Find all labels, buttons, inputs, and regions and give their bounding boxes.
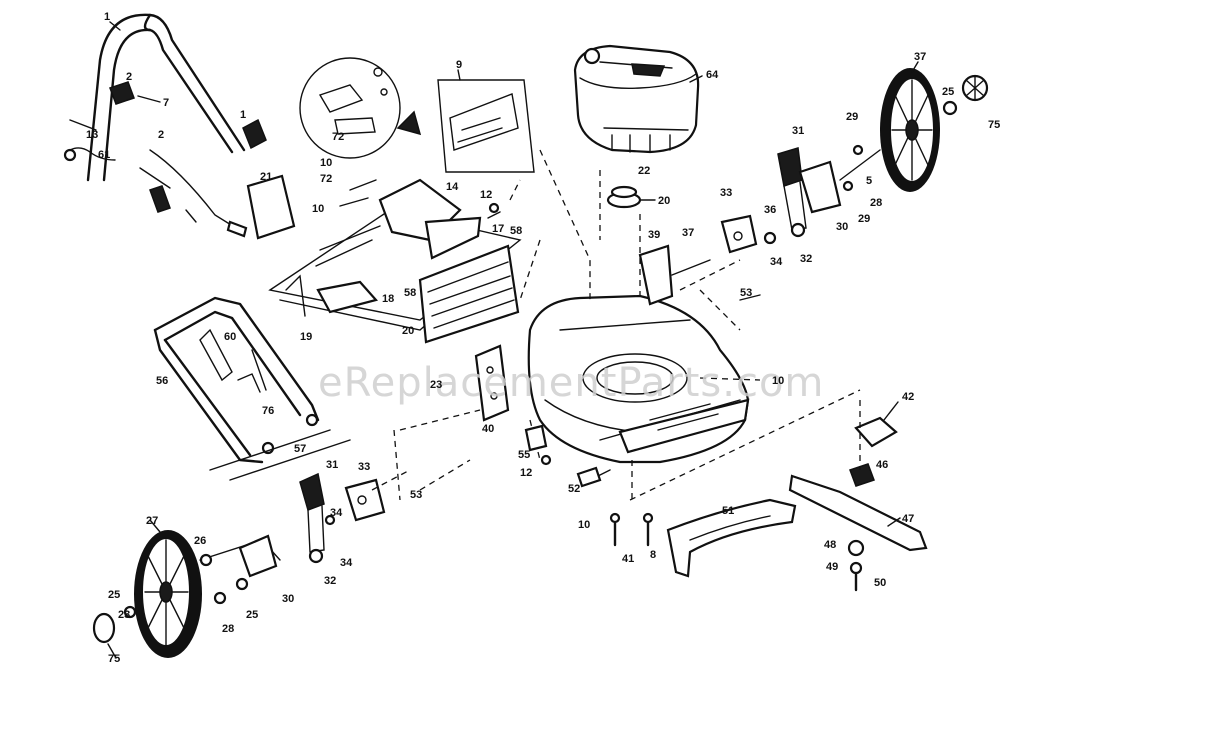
label-part-34: 34 [340,557,353,569]
label-part-41: 41 [622,553,634,565]
height-adjuster-right [763,144,881,245]
label-part-29: 29 [846,111,858,123]
label-part-21: 21 [260,171,272,183]
label-part-30: 30 [282,593,294,605]
label-part-60: 60 [224,331,236,343]
detail-inset-72 [299,57,422,159]
label-part-13: 13 [86,129,98,141]
part-number-labels: 1 1 2 2 7 13 61 72 72 9 64 37 25 75 31 2… [86,11,1000,665]
label-part-37: 37 [914,51,926,63]
label-part-56: 56 [156,375,168,387]
label-part-40: 40 [482,423,494,435]
height-adjuster-left [299,472,386,564]
label-part-37: 37 [682,227,694,239]
label-part-50: 50 [874,577,886,589]
label-part-34: 34 [330,507,343,519]
control-bracket-9 [437,79,535,173]
label-part-46: 46 [876,459,888,471]
label-part-72: 72 [320,173,332,185]
label-part-48: 48 [824,539,836,551]
label-part-30: 30 [836,221,848,233]
label-part-55: 55 [518,449,530,461]
label-part-10: 10 [320,157,332,169]
label-part-58: 58 [510,225,522,237]
label-part-27: 27 [146,515,158,527]
label-part-25: 25 [246,609,258,621]
label-part-32: 32 [800,253,812,265]
label-part-28: 28 [870,197,882,209]
label-part-10: 10 [578,519,590,531]
label-part-29: 29 [858,213,870,225]
blade-assembly [788,416,928,592]
label-part-12: 12 [520,467,532,479]
label-part-7: 7 [163,97,169,109]
upper-handle [63,13,267,238]
label-part-58: 58 [404,287,416,299]
engine-64 [573,44,700,154]
label-part-57: 57 [294,443,306,455]
label-part-23: 23 [430,379,442,391]
label-part-14: 14 [446,181,459,193]
label-part-53: 53 [740,287,752,299]
label-part-34: 34 [770,256,783,268]
label-part-2: 2 [158,129,164,141]
label-part-23: 23 [118,609,130,621]
label-part-36: 36 [764,204,776,216]
label-part-75: 75 [108,653,120,665]
label-part-2: 2 [126,71,132,83]
label-part-22: 22 [638,165,650,177]
label-part-10: 10 [312,203,324,215]
label-part-31: 31 [326,459,338,471]
grass-bag-frame [153,296,351,481]
label-part-9: 9 [456,59,462,71]
misc-fasteners [487,202,761,547]
label-part-75: 75 [988,119,1000,131]
label-part-26: 26 [194,535,206,547]
label-part-17: 17 [492,223,504,235]
front-wheel-left [92,530,281,658]
label-part-61: 61 [98,149,110,161]
label-part-12: 12 [480,189,492,201]
label-part-33: 33 [720,187,732,199]
label-part-31: 31 [792,125,804,137]
label-part-51: 51 [722,505,734,517]
label-part-20: 20 [402,325,414,337]
label-leaders [107,21,919,659]
label-part-47: 47 [902,513,914,525]
label-part-52: 52 [568,483,580,495]
label-part-19: 19 [300,331,312,343]
label-part-49: 49 [826,561,838,573]
label-part-1: 1 [240,109,246,121]
side-baffle-40 [474,344,510,422]
label-part-39: 39 [648,229,660,241]
watermark: eReplacementParts.com [318,360,824,406]
rear-wheel-right [880,68,989,192]
label-part-28: 28 [222,623,234,635]
label-part-53: 53 [410,489,422,501]
label-part-5: 5 [866,175,872,187]
label-part-20: 20 [658,195,670,207]
label-part-18: 18 [382,293,394,305]
bracket-51 [666,498,797,578]
label-part-64: 64 [706,69,719,81]
label-part-76: 76 [262,405,274,417]
baffle-plate-33-right [720,214,758,254]
label-part-8: 8 [650,549,656,561]
label-part-25: 25 [942,86,954,98]
rear-baffle-assembly [246,174,522,344]
label-part-1: 1 [104,11,110,23]
label-part-42: 42 [902,391,914,403]
label-part-72: 72 [332,131,344,143]
label-part-32: 32 [324,575,336,587]
label-part-25: 25 [108,589,120,601]
leader-lines [371,149,861,501]
label-part-33: 33 [358,461,370,473]
label-part-10: 10 [772,375,784,387]
pulley-22 [606,185,656,209]
